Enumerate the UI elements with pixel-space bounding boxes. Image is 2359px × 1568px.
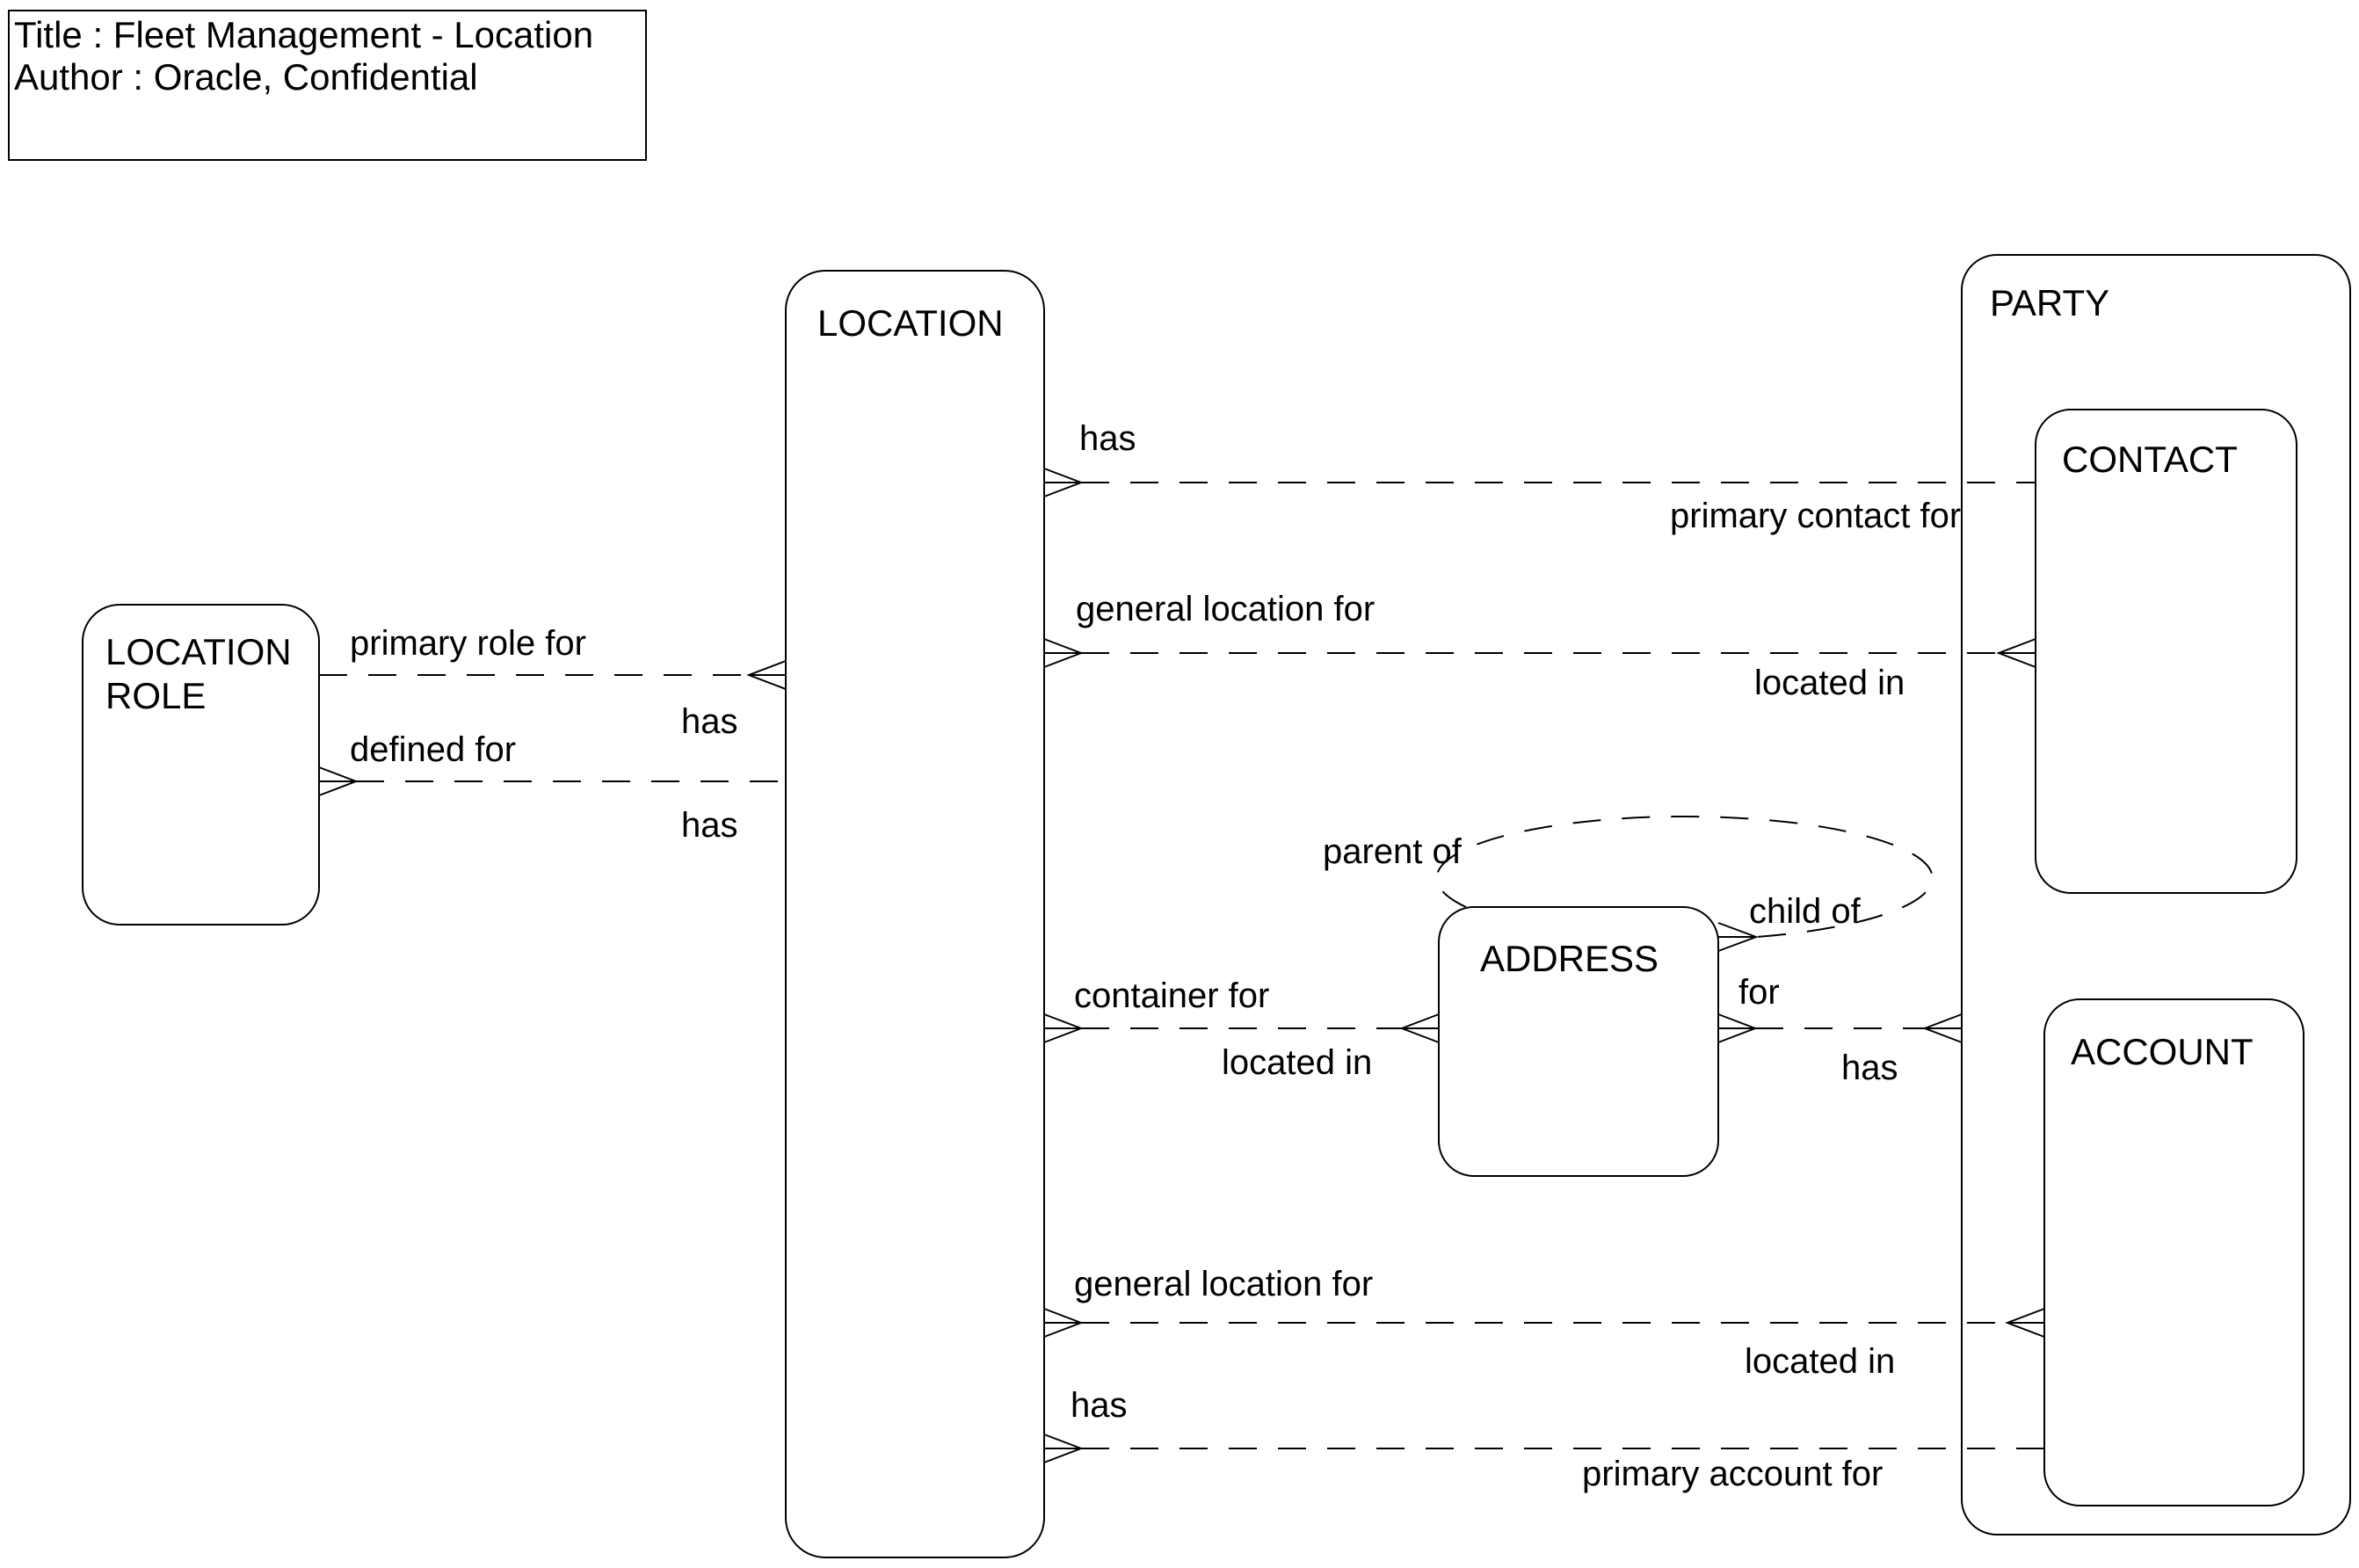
relationship-label: has bbox=[681, 806, 738, 845]
crowfoot-many-at-location bbox=[1043, 1434, 1084, 1463]
relationship-label: has bbox=[1071, 1386, 1128, 1425]
crowfoot-many-at-location bbox=[1043, 468, 1084, 497]
relationship-label: primary role for bbox=[350, 624, 586, 663]
crowfoot-many-at-location-role bbox=[318, 766, 359, 796]
relationship-location-contact-general: general location for located in bbox=[1043, 590, 2036, 702]
crowfoot-many-at-location bbox=[1043, 1308, 1084, 1338]
relationship-location-role-primary: primary role for has bbox=[319, 624, 787, 741]
entity-party-label: PARTY bbox=[1990, 282, 2109, 323]
relationship-location-account-primary: has primary account for bbox=[1043, 1386, 2044, 1493]
crowfoot-many-at-party bbox=[1922, 1013, 1963, 1043]
crowfoot-many-at-contact bbox=[1996, 638, 2036, 668]
relationship-label: general location for bbox=[1076, 590, 1375, 628]
relationship-location-account-general: general location for located in bbox=[1043, 1265, 2045, 1381]
entity-location-label: LOCATION bbox=[817, 302, 1004, 344]
relationship-loop-arc bbox=[1435, 815, 1934, 938]
relationship-label: container for bbox=[1074, 976, 1269, 1015]
relationship-label: parent of bbox=[1323, 832, 1463, 871]
entity-location-role-label-line1: LOCATION bbox=[105, 631, 292, 672]
entity-location-role-box bbox=[82, 604, 320, 926]
relationship-label: for bbox=[1738, 973, 1780, 1012]
relationship-location-address-container: container for located in bbox=[1043, 976, 1440, 1082]
entity-account-box bbox=[2043, 998, 2305, 1506]
relationship-label: located in bbox=[1754, 664, 1905, 702]
relationship-label: located in bbox=[1222, 1043, 1372, 1082]
relationship-label: defined for bbox=[350, 730, 516, 769]
relationship-label: primary account for bbox=[1582, 1455, 1883, 1493]
entity-account-label: ACCOUNT bbox=[2071, 1031, 2254, 1072]
entity-contact-box bbox=[2035, 409, 2297, 894]
relationship-label: has bbox=[1079, 419, 1136, 458]
crowfoot-many-at-address-child bbox=[1717, 922, 1759, 952]
entity-contact-label: CONTACT bbox=[2062, 439, 2238, 480]
relationship-label: has bbox=[1841, 1049, 1898, 1087]
relationship-label: located in bbox=[1745, 1342, 1895, 1381]
title-block-border bbox=[8, 10, 647, 161]
relationship-location-role-defined: defined for has bbox=[318, 730, 786, 845]
crowfoot-many-at-location bbox=[1043, 1013, 1084, 1043]
crowfoot-many-at-address bbox=[1717, 1013, 1758, 1043]
crowfoot-many-at-location bbox=[746, 660, 787, 690]
diagram-title-text: Title : Fleet Management - Location bbox=[14, 14, 593, 55]
crowfoot-many-at-account bbox=[2005, 1308, 2045, 1338]
entity-address-label: ADDRESS bbox=[1480, 938, 1659, 979]
crowfoot-many-at-location bbox=[1043, 638, 1084, 668]
relationship-address-party: for has bbox=[1717, 973, 1963, 1087]
entity-party-box bbox=[1961, 254, 2351, 1535]
relationship-address-self-hierarchy: parent of child of bbox=[1323, 815, 1934, 952]
relationship-location-contact-primary: has primary contact for bbox=[1043, 419, 2036, 535]
relationship-label: general location for bbox=[1074, 1265, 1373, 1303]
diagram-author-text: Author : Oracle, Confidential bbox=[14, 56, 478, 98]
entity-location-role-label-line2: ROLE bbox=[105, 675, 206, 716]
relationship-label: child of bbox=[1749, 892, 1862, 931]
relationship-label: has bbox=[681, 702, 738, 741]
relationship-label: primary contact for bbox=[1670, 497, 1961, 535]
crowfoot-many-at-address bbox=[1399, 1013, 1440, 1043]
entity-location-box bbox=[785, 270, 1045, 1558]
